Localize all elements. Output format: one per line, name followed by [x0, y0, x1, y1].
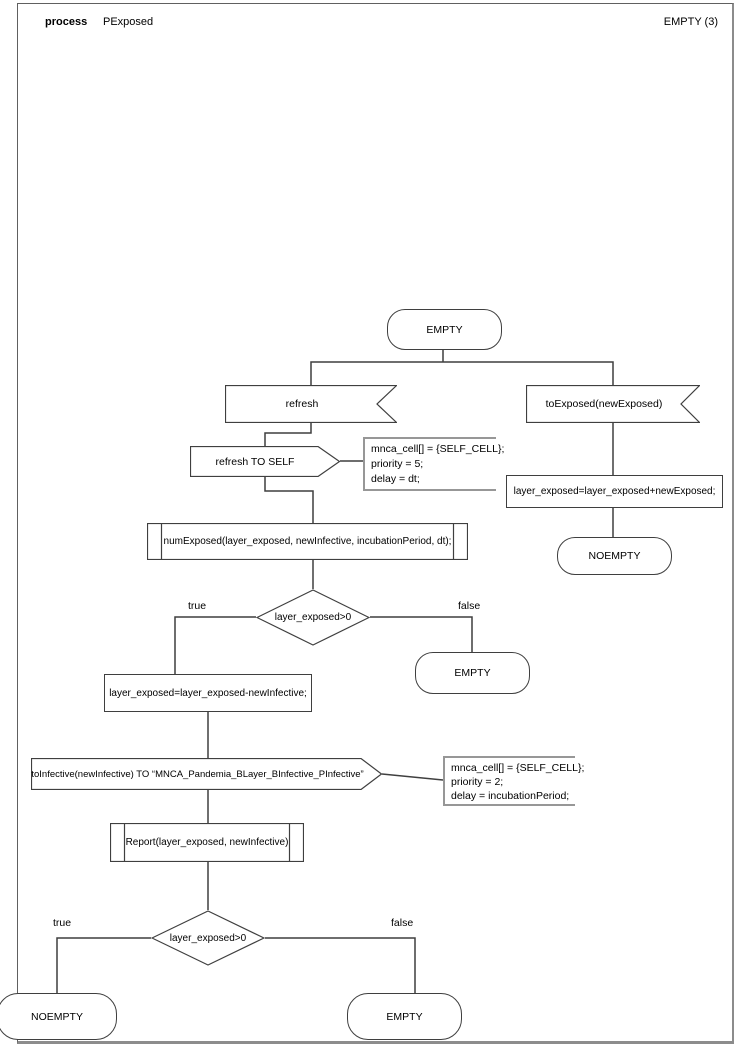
note-line: mnca_cell[] = {SELF_CELL};: [371, 443, 505, 455]
signal-receive-refresh-label: refresh: [285, 398, 319, 410]
state-reference-label: EMPTY (3): [663, 16, 718, 28]
note-line: priority = 5;: [371, 458, 424, 470]
signal-send-toinfective-label: toInfective(newInfective) TO “MNCA_Pande…: [31, 768, 364, 780]
signal-send-refresh-self[interactable]: refresh TO SELF: [190, 446, 340, 477]
state-start[interactable]: EMPTY: [387, 309, 502, 350]
state-empty-mid[interactable]: EMPTY: [415, 652, 530, 694]
signal-send-toinfective[interactable]: toInfective(newInfective) TO “MNCA_Pande…: [31, 758, 382, 790]
task-subtract-infective-label: layer_exposed=layer_exposed-newInfective…: [109, 687, 307, 699]
decision-2-true-label: true: [53, 917, 72, 929]
decision-1-condition: layer_exposed>0: [274, 612, 352, 623]
decision-diamond-icon: [151, 910, 265, 966]
procedure-shape-icon: [110, 823, 304, 862]
procedure-num-exposed[interactable]: numExposed(layer_exposed, newInfective, …: [147, 523, 468, 560]
signal-send-icon: [190, 446, 340, 477]
comment-note-infective[interactable]: mnca_cell[] = {SELF_CELL}; priority = 2;…: [443, 756, 585, 806]
process-kind-label: process: [45, 16, 88, 28]
signal-receive-toexposed-label: toExposed(newExposed): [545, 398, 663, 410]
decision-2-false-label: false: [391, 917, 414, 929]
note-line: priority = 2;: [451, 776, 504, 788]
note-line: mnca_cell[] = {SELF_CELL};: [451, 762, 585, 774]
signal-receive-toexposed[interactable]: toExposed(newExposed): [526, 385, 700, 423]
decision-1-true-label: true: [188, 600, 207, 612]
procedure-shape-icon: [147, 523, 468, 560]
procedure-report[interactable]: Report(layer_exposed, newInfective): [110, 823, 304, 862]
decision-1-false-label: false: [458, 600, 481, 612]
signal-send-refresh-self-label: refresh TO SELF: [215, 455, 295, 468]
note-line: delay = dt;: [371, 473, 420, 485]
state-empty-bottom-label: EMPTY: [386, 1010, 423, 1023]
signal-receive-icon: [225, 385, 397, 423]
state-noempty-right-label: NOEMPTY: [588, 550, 641, 562]
state-empty-mid-label: EMPTY: [454, 667, 491, 679]
signal-send-icon: [31, 758, 382, 790]
task-add-exposed[interactable]: layer_exposed=layer_exposed+newExposed;: [506, 475, 723, 508]
decision-layer-exposed-2[interactable]: layer_exposed>0: [151, 910, 265, 966]
task-add-exposed-label: layer_exposed=layer_exposed+newExposed;: [513, 486, 716, 497]
state-noempty-bottom[interactable]: NOEMPTY: [0, 993, 117, 1040]
state-noempty-right[interactable]: NOEMPTY: [557, 537, 672, 575]
state-empty-bottom[interactable]: EMPTY: [347, 993, 462, 1040]
note-line: delay = incubationPeriod;: [451, 790, 570, 802]
comment-note-refresh[interactable]: mnca_cell[] = {SELF_CELL}; priority = 5;…: [363, 437, 505, 491]
page-frame: [17, 3, 734, 1044]
procedure-num-exposed-label: numExposed(layer_exposed, newInfective, …: [163, 536, 452, 547]
procedure-report-label: Report(layer_exposed, newInfective): [125, 837, 289, 848]
signal-receive-icon: [526, 385, 700, 423]
state-start-label: EMPTY: [426, 323, 463, 336]
signal-receive-refresh[interactable]: refresh: [225, 385, 397, 423]
state-noempty-bottom-label: NOEMPTY: [31, 1010, 83, 1023]
decision-layer-exposed-1[interactable]: layer_exposed>0: [256, 589, 370, 646]
decision-2-condition: layer_exposed>0: [169, 932, 247, 944]
task-subtract-infective[interactable]: layer_exposed=layer_exposed-newInfective…: [104, 674, 312, 712]
decision-diamond-icon: [256, 589, 370, 646]
process-name: PExposed: [103, 16, 154, 28]
